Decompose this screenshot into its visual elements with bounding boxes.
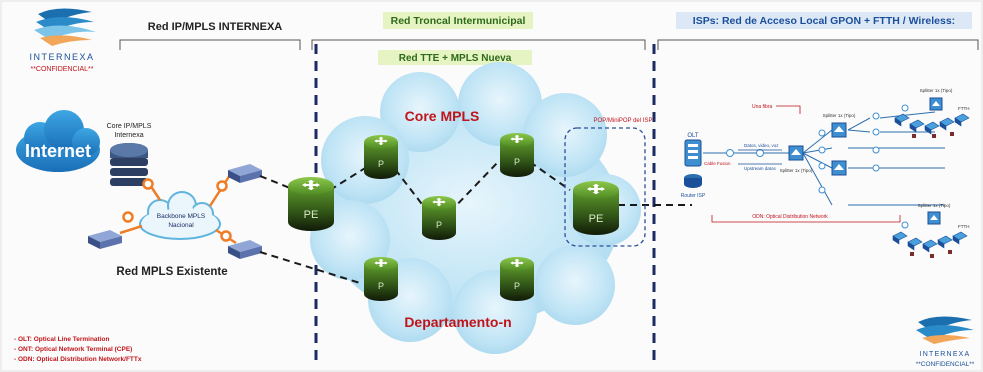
mpls-links — [259, 159, 692, 284]
una-fibra-pointer — [776, 105, 801, 114]
internet-label: Internet — [25, 141, 91, 161]
internet-cloud: Internet — [16, 110, 100, 172]
splitter-main-label: Splitter 1x (Tipo) — [780, 168, 813, 173]
section-middle-sub-bg — [378, 50, 532, 65]
olt-label: OLT — [687, 133, 699, 139]
core-label-line1: Core IP/MPLS — [107, 123, 152, 130]
splitter-bottom-label: Splitter 1x (Tipo) — [918, 203, 951, 208]
splitter-upper-label: Splitter 1x (Tipo) — [823, 113, 856, 118]
fiber-nodes — [726, 104, 909, 229]
cable-fusion-label: Cable Fusion — [704, 161, 731, 166]
backbone-cloud — [139, 191, 221, 240]
fiber-lines — [703, 111, 945, 206]
department-title: Departamento-n — [404, 314, 511, 330]
section-right-bg — [676, 12, 972, 29]
p-bottom-right-label: P — [514, 281, 520, 291]
legend-odn: - ODN: Optical Distribution Network/FTTx — [14, 356, 142, 363]
existing-network-label: Red MPLS Existente — [116, 266, 227, 278]
internexa-logo-top: INTERNEXA **CONFIDENCIAL** — [29, 8, 96, 73]
p-bottom-left-label: P — [378, 281, 384, 291]
p-center-label: P — [436, 220, 442, 230]
p-router-bottom-left: P — [364, 257, 398, 301]
switch-icon-left — [88, 230, 122, 249]
logo-brand-top: INTERNEXA — [29, 52, 94, 62]
backbone-links — [119, 174, 237, 245]
p-router-bottom-right: P — [500, 257, 534, 301]
bracket-right — [657, 39, 979, 50]
backbone-label-line2: Nacional — [168, 222, 194, 229]
ftth-bottom-label: FTTH — [958, 224, 970, 229]
ftth-top-label: FTTH — [958, 106, 970, 111]
legend-olt: - OLT: Optical Line Termination — [14, 336, 109, 343]
p-top-left-label: P — [378, 159, 384, 169]
pe-right-label: PE — [589, 213, 604, 225]
logo-confidential-top: **CONFIDENCIAL** — [30, 66, 93, 73]
section-middle-title: Red Troncal Intermunicipal — [391, 15, 526, 27]
pe-left-label: PE — [304, 209, 319, 221]
una-fibra-label: Una fibra — [752, 104, 773, 110]
olt-icon — [684, 139, 702, 167]
pe-router-left: PE — [288, 177, 334, 231]
upstream-label: Upstream datos — [744, 166, 777, 171]
pop-box — [564, 127, 646, 247]
splitter-icon-main — [788, 145, 804, 161]
bracket-middle — [311, 39, 646, 50]
p-router-center: P — [422, 196, 456, 240]
splitter-icon-upper — [831, 122, 847, 138]
section-right-title: ISPs: Red de Acceso Local GPON + FTTH / … — [693, 15, 955, 27]
p-router-top-left: P — [364, 135, 398, 179]
switch-icon-bottom — [228, 240, 262, 259]
core-label-line2: Internexa — [114, 132, 143, 139]
router-isp-label: Router ISP — [681, 193, 706, 199]
router-isp-icon — [684, 174, 702, 188]
odn-bracket — [711, 215, 901, 223]
p-top-right-label: P — [514, 157, 520, 167]
section-left-title: Red IP/MPLS INTERNEXA — [148, 21, 283, 33]
splitter-icon-bottom-right — [927, 211, 941, 225]
switch-icon-top — [228, 164, 262, 183]
legend-ont: - ONT: Optical Network Terminal (CPE) — [14, 346, 132, 353]
backbone-label-line1: Backbone MPLS — [157, 213, 206, 220]
pe-router-right: PE — [573, 181, 619, 235]
ont-cluster-bottom — [892, 231, 968, 258]
section-middle-bg — [383, 12, 533, 29]
core-router-stack-icon — [110, 143, 148, 186]
logo-confidential-bottom: **CONFIDENCIAL** — [916, 361, 975, 368]
splitter-top-label: Splitter 1x (Tipo) — [920, 88, 953, 93]
ont-cluster-top — [894, 113, 970, 138]
logo-brand-bottom: INTERNEXA — [920, 351, 971, 358]
internexa-logo-bottom: INTERNEXA **CONFIDENCIAL** — [916, 316, 975, 368]
p-router-top-right: P — [500, 133, 534, 177]
section-middle-subtitle: Red TTE + MPLS Nueva — [399, 53, 512, 64]
splitter-icon-top-right — [929, 97, 943, 111]
odn-label: ODN: Optical Distribution Network — [752, 214, 828, 220]
pop-label: POP/MiniPOP del ISP — [594, 118, 653, 124]
bracket-left — [119, 39, 301, 50]
core-mpls-title: Core MPLS — [405, 108, 480, 124]
splitter-icon-middle — [831, 160, 847, 176]
downstream-label: Datos, video, voz — [744, 143, 779, 148]
